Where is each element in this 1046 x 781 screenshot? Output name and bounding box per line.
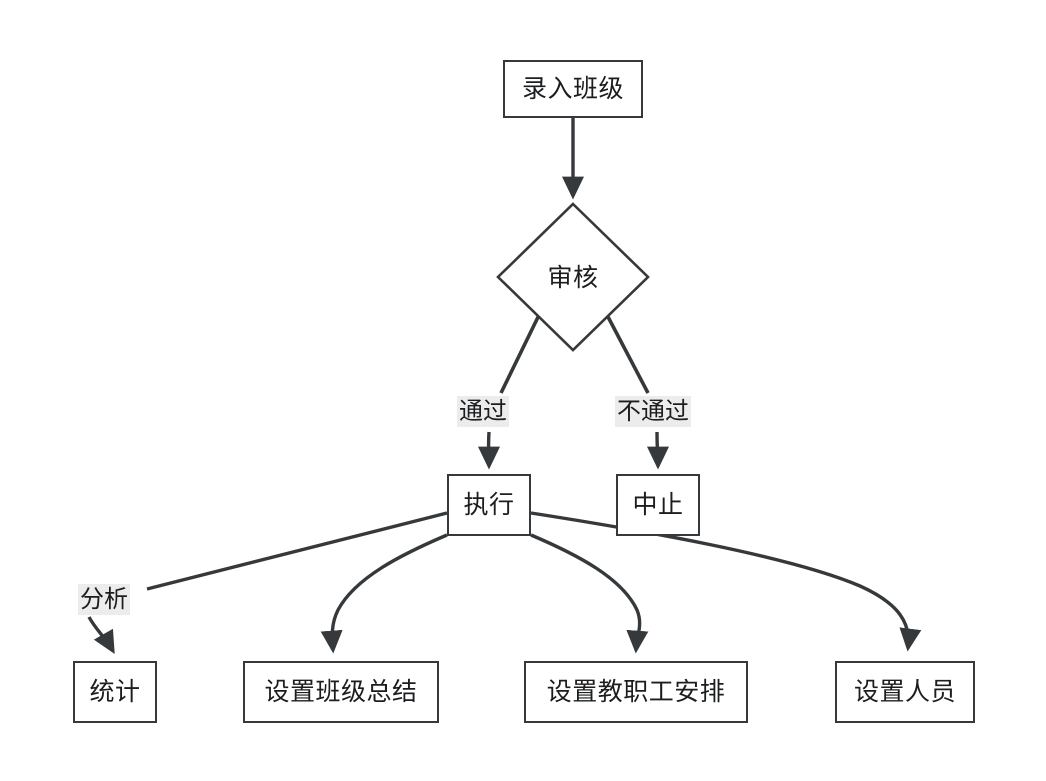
- edge-execute-to-staff-arrangement: [530, 533, 649, 654]
- node-execute-label: 执行: [463, 489, 515, 519]
- node-abort-label: 中止: [632, 489, 684, 519]
- node-staff-arrangement-label: 设置教职工安排: [546, 676, 726, 706]
- node-class-summary-label: 设置班级总结: [264, 676, 418, 706]
- edge-label-analysis-text: 分析: [80, 585, 128, 613]
- node-class-summary[interactable]: 设置班级总结: [243, 661, 439, 723]
- node-enter-class-label: 录入班级: [521, 73, 624, 103]
- edge-review-to-pass-label: [499, 312, 542, 394]
- edge-label-pass-text: 通过: [459, 397, 507, 425]
- edge-label-fail-text: 不通过: [617, 397, 689, 425]
- node-statistics[interactable]: 统计: [73, 661, 157, 723]
- edge-review-to-fail-label: [604, 312, 650, 394]
- edge-execute-to-class-summary: [320, 533, 448, 654]
- node-execute[interactable]: 执行: [447, 474, 531, 536]
- edge-fail-to-abort: [646, 431, 670, 470]
- edge-execute-to-personnel: [530, 511, 922, 652]
- edge-execute-to-analysis-label: [146, 511, 448, 591]
- edge-analysis-to-statistics: [87, 616, 115, 655]
- edge-label-analysis: 分析: [78, 584, 130, 616]
- node-abort[interactable]: 中止: [616, 474, 700, 536]
- node-enter-class[interactable]: 录入班级: [503, 60, 643, 118]
- edge-label-pass: 通过: [457, 396, 509, 428]
- node-personnel[interactable]: 设置人员: [835, 661, 975, 723]
- node-statistics-label: 统计: [89, 676, 141, 706]
- node-personnel-label: 设置人员: [853, 676, 956, 706]
- node-staff-arrangement[interactable]: 设置教职工安排: [524, 661, 748, 723]
- edge-label-fail: 不通过: [615, 396, 691, 428]
